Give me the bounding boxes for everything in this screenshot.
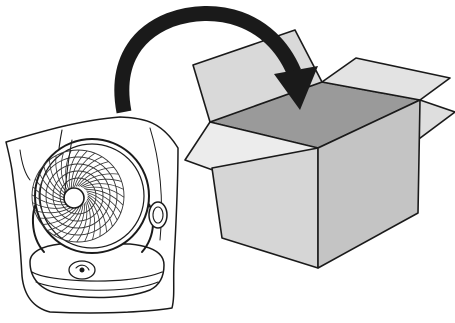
fan-base-rim — [35, 281, 159, 291]
arrow-shaft — [114, 6, 301, 114]
fan-control-knob — [68, 260, 96, 280]
grille-spoke — [74, 156, 103, 187]
arrow-head — [274, 66, 318, 110]
grille-spoke — [77, 167, 115, 187]
grille-spoke — [82, 183, 124, 190]
fan-base — [29, 243, 165, 299]
grille-spoke — [68, 203, 85, 242]
grille-spoke — [84, 186, 125, 198]
open-cardboard-box-icon — [184, 29, 455, 269]
grille-spoke — [84, 200, 91, 242]
grille-spoke — [87, 199, 96, 240]
fan-pivot-knob — [148, 201, 168, 229]
grille-spoke — [86, 190, 122, 214]
fan-hub — [63, 187, 85, 209]
grille-spoke — [87, 192, 118, 221]
grille-spoke — [76, 202, 88, 243]
grille-spoke — [71, 150, 88, 189]
fan-housing — [34, 138, 150, 254]
grille-spoke — [79, 173, 119, 187]
grille-spoke — [87, 193, 113, 227]
grille-spoke — [87, 197, 101, 237]
grille-spoke — [68, 149, 80, 190]
box-flap-back-right — [321, 57, 451, 101]
grille-spoke — [85, 189, 124, 206]
grille-spoke — [47, 205, 81, 231]
grille-spoke — [87, 195, 107, 233]
grille-spoke — [72, 152, 96, 188]
fan-housing-rim — [39, 143, 145, 249]
box-right-face — [317, 99, 421, 269]
bag-crease — [19, 149, 31, 181]
grille-spoke — [81, 178, 122, 187]
grille-spoke — [60, 204, 84, 240]
fan-in-bag-icon — [5, 116, 179, 314]
bag-crease — [63, 139, 73, 201]
fan-base-rim — [31, 271, 163, 282]
box-front-face — [211, 147, 319, 269]
grille-spoke — [60, 152, 69, 193]
grille-spoke — [53, 205, 82, 236]
grille-spoke — [41, 205, 79, 225]
curved-arrow-icon — [114, 6, 318, 114]
grille-spoke — [75, 161, 109, 187]
